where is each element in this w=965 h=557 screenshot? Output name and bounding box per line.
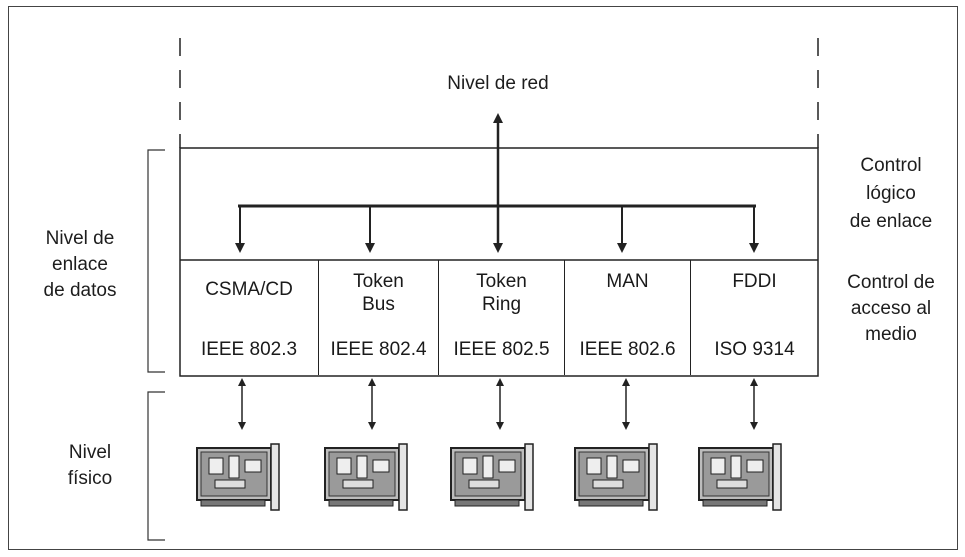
physical-label-line: Nivel: [40, 440, 140, 466]
data-link-label-line: Nivel de: [20, 226, 140, 252]
protocol-name: Token Bus: [319, 270, 438, 316]
physical-label-line: físico: [40, 466, 140, 492]
protocol-name-line: Token: [319, 270, 438, 293]
llc-label-line: de enlace: [826, 208, 956, 236]
protocol-name-line: Ring: [439, 293, 564, 316]
mac-label-line: acceso al: [826, 296, 956, 322]
physical-label: Nivel físico: [40, 440, 140, 492]
protocol-cell-csmacd: CSMA/CD IEEE 802.3: [180, 260, 318, 375]
data-link-label-line: enlace: [20, 252, 140, 278]
protocol-standard: ISO 9314: [691, 338, 818, 361]
protocol-name: Token Ring: [439, 270, 564, 316]
llc-label-line: lógico: [826, 180, 956, 208]
protocol-cell-fddi: FDDI ISO 9314: [690, 260, 818, 375]
protocol-standard: IEEE 802.3: [180, 338, 318, 361]
protocol-name-line: MAN: [565, 270, 690, 293]
protocol-cell-man: MAN IEEE 802.6: [564, 260, 690, 375]
protocol-name-line: Token: [439, 270, 564, 293]
mac-label-line: medio: [826, 322, 956, 348]
network-card-icon: [195, 442, 285, 512]
protocol-cell-token-ring: Token Ring IEEE 802.5: [438, 260, 564, 375]
mac-label-line: Control de: [826, 270, 956, 296]
mac-label: Control de acceso al medio: [826, 270, 956, 348]
llc-label: Control lógico de enlace: [826, 152, 956, 236]
protocol-cell-token-bus: Token Bus IEEE 802.4: [318, 260, 438, 375]
network-card-icon: [323, 442, 413, 512]
network-card-icon: [449, 442, 539, 512]
protocol-name: MAN: [565, 270, 690, 293]
protocol-standard: IEEE 802.6: [565, 338, 690, 361]
protocol-name: FDDI: [691, 270, 818, 293]
protocol-name: CSMA/CD: [180, 278, 318, 301]
network-level-label: Nivel de red: [398, 72, 598, 96]
physical-bracket: [148, 392, 165, 540]
data-link-bracket: [148, 150, 165, 372]
data-link-label: Nivel de enlace de datos: [20, 226, 140, 304]
network-card-icon: [573, 442, 663, 512]
network-card-icon: [697, 442, 787, 512]
protocol-standard: IEEE 802.5: [439, 338, 564, 361]
protocol-name-line: CSMA/CD: [180, 278, 318, 301]
data-link-label-line: de datos: [20, 278, 140, 304]
protocol-standard: IEEE 802.4: [319, 338, 438, 361]
llc-label-line: Control: [826, 152, 956, 180]
protocol-name-line: Bus: [319, 293, 438, 316]
protocol-name-line: FDDI: [691, 270, 818, 293]
